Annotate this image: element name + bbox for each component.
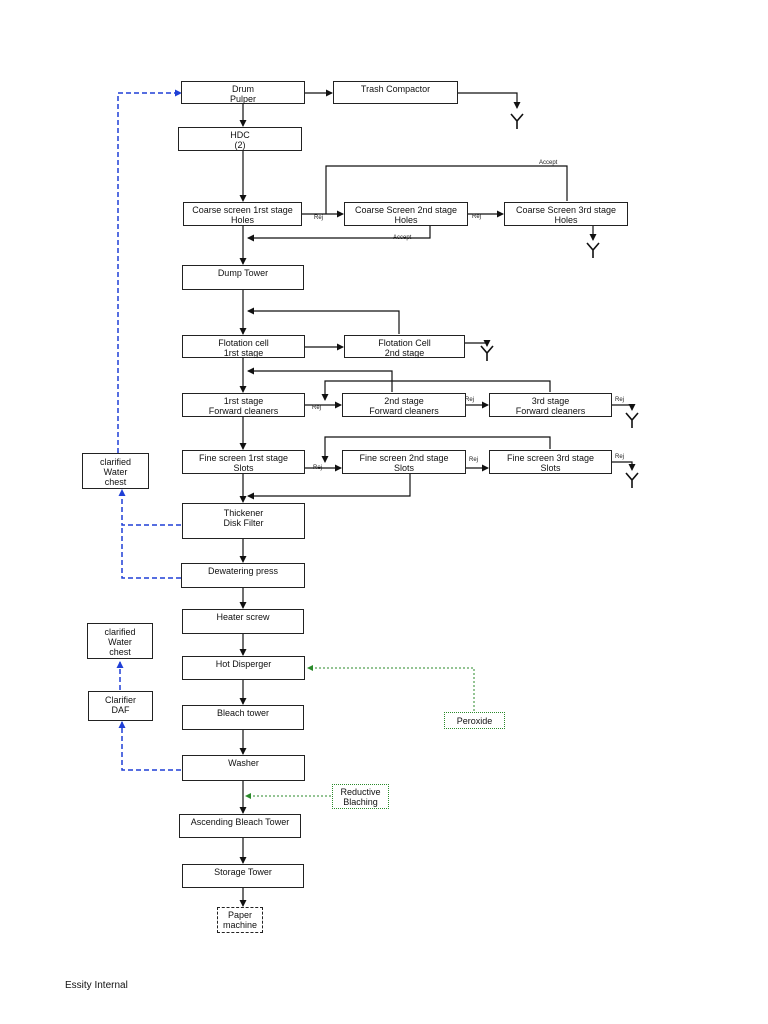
recycle-water-lines bbox=[116, 89, 182, 771]
reject-label: Rej bbox=[469, 457, 479, 463]
reject-icon bbox=[510, 113, 524, 129]
node-coarse-screen-1: Coarse screen 1rst stage Holes bbox=[183, 202, 302, 226]
node-ascending-bleach-tower: Ascending Bleach Tower bbox=[179, 814, 301, 838]
accept-label: Accept bbox=[539, 160, 558, 166]
reject-label: Rej bbox=[615, 397, 625, 403]
reject-label: Rej bbox=[615, 454, 625, 460]
reject-label: Rej bbox=[314, 215, 324, 221]
node-forward-cleaners-3: 3rd stage Forward cleaners bbox=[489, 393, 612, 417]
footer-classification: Essity Internal bbox=[65, 980, 128, 991]
node-dump-tower: Dump Tower bbox=[182, 265, 304, 290]
reject-label: Rej bbox=[472, 214, 482, 220]
node-hdc: HDC (2) bbox=[178, 127, 302, 151]
main-flow-lines bbox=[239, 89, 636, 907]
node-dewatering-press: Dewatering press bbox=[181, 563, 305, 588]
reject-icon bbox=[625, 472, 639, 488]
node-drum-pulper: Drum Pulper bbox=[181, 81, 305, 104]
node-trash-compactor: Trash Compactor bbox=[333, 81, 458, 104]
node-reductive-bleaching: Reductive Blaching bbox=[332, 784, 389, 809]
node-clarified-water-chest-2: clarified Water chest bbox=[87, 623, 153, 659]
node-storage-tower: Storage Tower bbox=[182, 864, 304, 888]
node-fine-screen-3: Fine screen 3rd stage Slots bbox=[489, 450, 612, 474]
node-peroxide: Peroxide bbox=[444, 712, 505, 729]
node-hot-disperger: Hot Disperger bbox=[182, 656, 305, 680]
reject-label: Rej bbox=[313, 465, 323, 471]
chemical-addition-lines bbox=[245, 665, 475, 799]
node-forward-cleaners-2: 2nd stage Forward cleaners bbox=[342, 393, 466, 417]
node-fine-screen-1: Fine screen 1rst stage Slots bbox=[182, 450, 305, 474]
accept-label: Accept bbox=[393, 235, 412, 241]
node-flotation-1: Flotation cell 1rst stage bbox=[182, 335, 305, 358]
node-coarse-screen-3: Coarse Screen 3rd stage Holes bbox=[504, 202, 628, 226]
node-flotation-2: Flotation Cell 2nd stage bbox=[344, 335, 465, 358]
reject-icon bbox=[480, 345, 494, 361]
reject-icon bbox=[586, 242, 600, 258]
node-bleach-tower: Bleach tower bbox=[182, 705, 304, 730]
node-paper-machine: Paper machine bbox=[217, 907, 263, 933]
node-clarified-water-chest-1: clarified Water chest bbox=[82, 453, 149, 489]
node-thickener: Thickener Disk Filter bbox=[182, 503, 305, 539]
reject-label: Rej bbox=[465, 397, 475, 403]
node-fine-screen-2: Fine screen 2nd stage Slots bbox=[342, 450, 466, 474]
reject-label: Rej bbox=[312, 405, 322, 411]
reject-symbols bbox=[480, 113, 639, 488]
node-clarifier-daf: Clarifier DAF bbox=[88, 691, 153, 721]
node-heater-screw: Heater screw bbox=[182, 609, 304, 634]
node-coarse-screen-2: Coarse Screen 2nd stage Holes bbox=[344, 202, 468, 226]
node-washer: Washer bbox=[182, 755, 305, 781]
node-forward-cleaners-1: 1rst stage Forward cleaners bbox=[182, 393, 305, 417]
reject-icon bbox=[625, 412, 639, 428]
